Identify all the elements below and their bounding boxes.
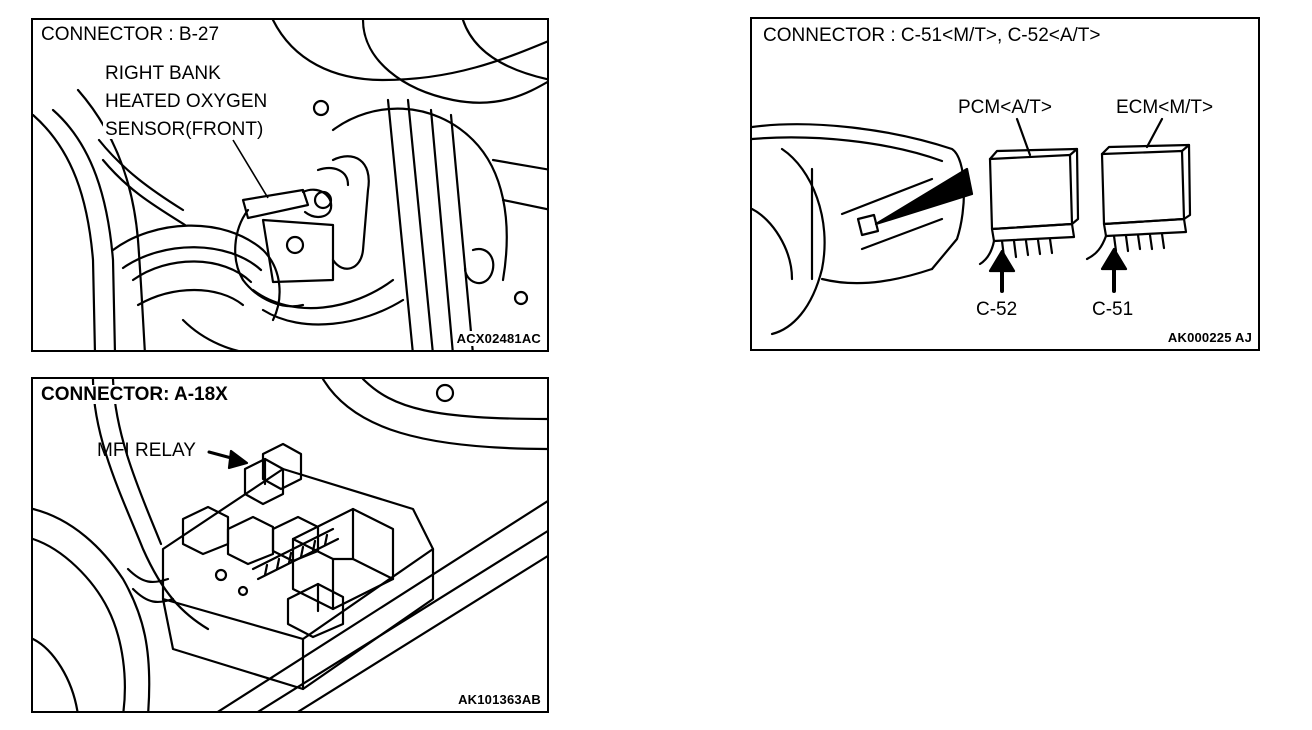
pcm-label: PCM<A/T>	[958, 97, 1052, 118]
ecm-label: ECM<M/T>	[1116, 97, 1214, 118]
callout-line-1: RIGHT BANK	[103, 63, 223, 84]
figure-code: AK101363AB	[456, 692, 543, 707]
panel-title: CONNECTOR : B-27	[39, 24, 222, 45]
engine-bay-drawing	[33, 20, 547, 350]
panel-title: CONNECTOR: A-18X	[39, 384, 230, 405]
callout-line-3: SENSOR(FRONT)	[103, 119, 266, 140]
callout-line-2: HEATED OXYGEN	[103, 91, 270, 112]
connector-c51-label: C-51	[1092, 299, 1134, 320]
diagram-panel-a18x: CONNECTOR: A-18X MFI RELAY AK101363AB	[31, 377, 549, 713]
mfi-relay-callout: MFI RELAY	[97, 440, 196, 461]
figure-code: ACX02481AC	[454, 331, 543, 346]
diagram-panel-c51-c52: CONNECTOR : C-51<M/T>, C-52<A/T> PCM<A/T…	[750, 17, 1260, 351]
panel-title: CONNECTOR : C-51<M/T>, C-52<A/T>	[761, 25, 1103, 46]
relay-box-drawing	[33, 379, 547, 711]
dashboard-drawing	[752, 117, 1192, 336]
figure-code: AK000225 AJ	[1165, 330, 1254, 345]
diagram-panel-b27: CONNECTOR : B-27 RIGHT BANK HEATED OXYGE…	[31, 18, 549, 352]
connector-c52-label: C-52	[976, 299, 1018, 320]
leader-line	[232, 139, 269, 199]
